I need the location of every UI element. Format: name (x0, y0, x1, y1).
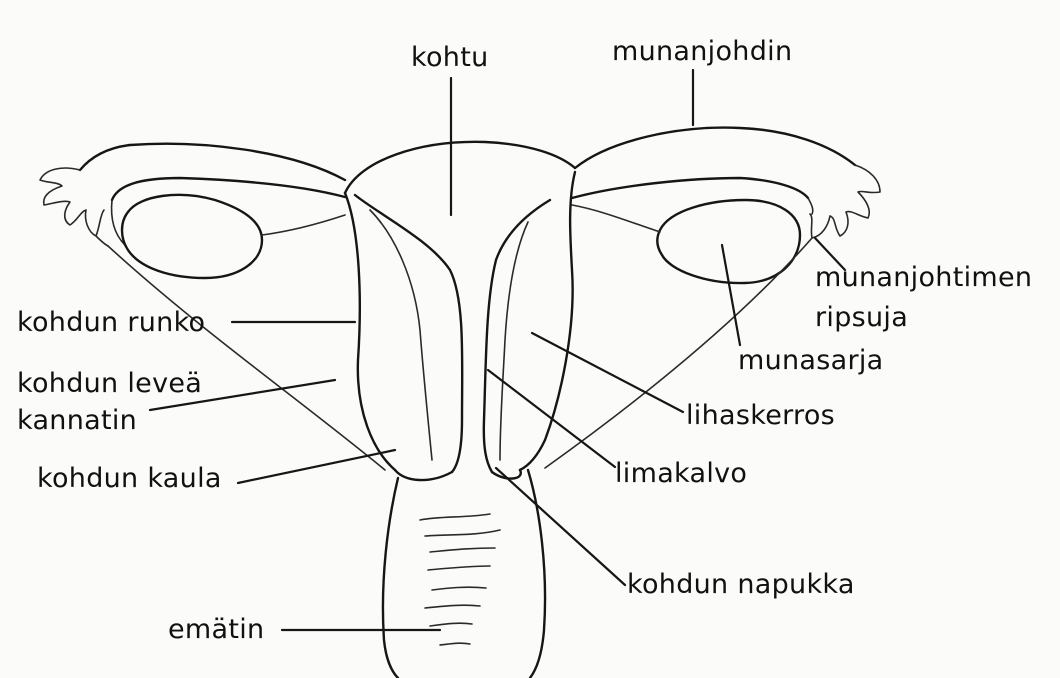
mucosa-right-line (500, 222, 528, 460)
left-ovary (122, 195, 262, 278)
label-kohdun-leveä-line2: kannatin (17, 405, 137, 437)
left-fimbriae (40, 168, 108, 246)
cervix-outline (395, 470, 521, 480)
label-kohtu: kohtu (411, 42, 489, 74)
vagina-right-wall (528, 470, 545, 678)
label-kohdun-napukka: kohdun napukka (627, 569, 855, 601)
label-emätin: emätin (168, 614, 264, 646)
label-kohdun-leveä-line1: kohdun leveä (17, 368, 202, 400)
label-munanjohtimen-line1: munanjohtimen (815, 262, 1032, 294)
left-fallopian-tube (80, 144, 345, 245)
right-fallopian-tube (572, 128, 855, 198)
label-limakalvo: limakalvo (615, 458, 747, 490)
vagina-left-wall (383, 478, 398, 678)
left-broad-ligament (108, 246, 385, 470)
label-lihaskerros: lihaskerros (686, 400, 835, 432)
mucosa-left-line (370, 210, 432, 460)
right-ovary (657, 200, 800, 283)
uterus-left-wall (345, 193, 395, 470)
leader-lihaskerros (532, 333, 683, 412)
right-fimbriae (808, 165, 880, 238)
leader-napukka (496, 468, 625, 585)
label-kohdun-kaula: kohdun kaula (37, 463, 222, 495)
uterine-cavity (355, 195, 462, 472)
label-munanjohtimen-line2: ripsuja (815, 302, 908, 334)
leader-limakalvo (488, 370, 615, 467)
label-munasarja: munasarja (738, 345, 884, 377)
leader-munasarja (722, 245, 740, 345)
vaginal-rugae (420, 514, 500, 645)
label-kohdun-runko: kohdun runko (17, 307, 205, 339)
label-munanjohdin: munanjohdin (612, 36, 792, 68)
uterus-fundus-outline (345, 142, 575, 193)
leader-kaula (238, 450, 395, 483)
